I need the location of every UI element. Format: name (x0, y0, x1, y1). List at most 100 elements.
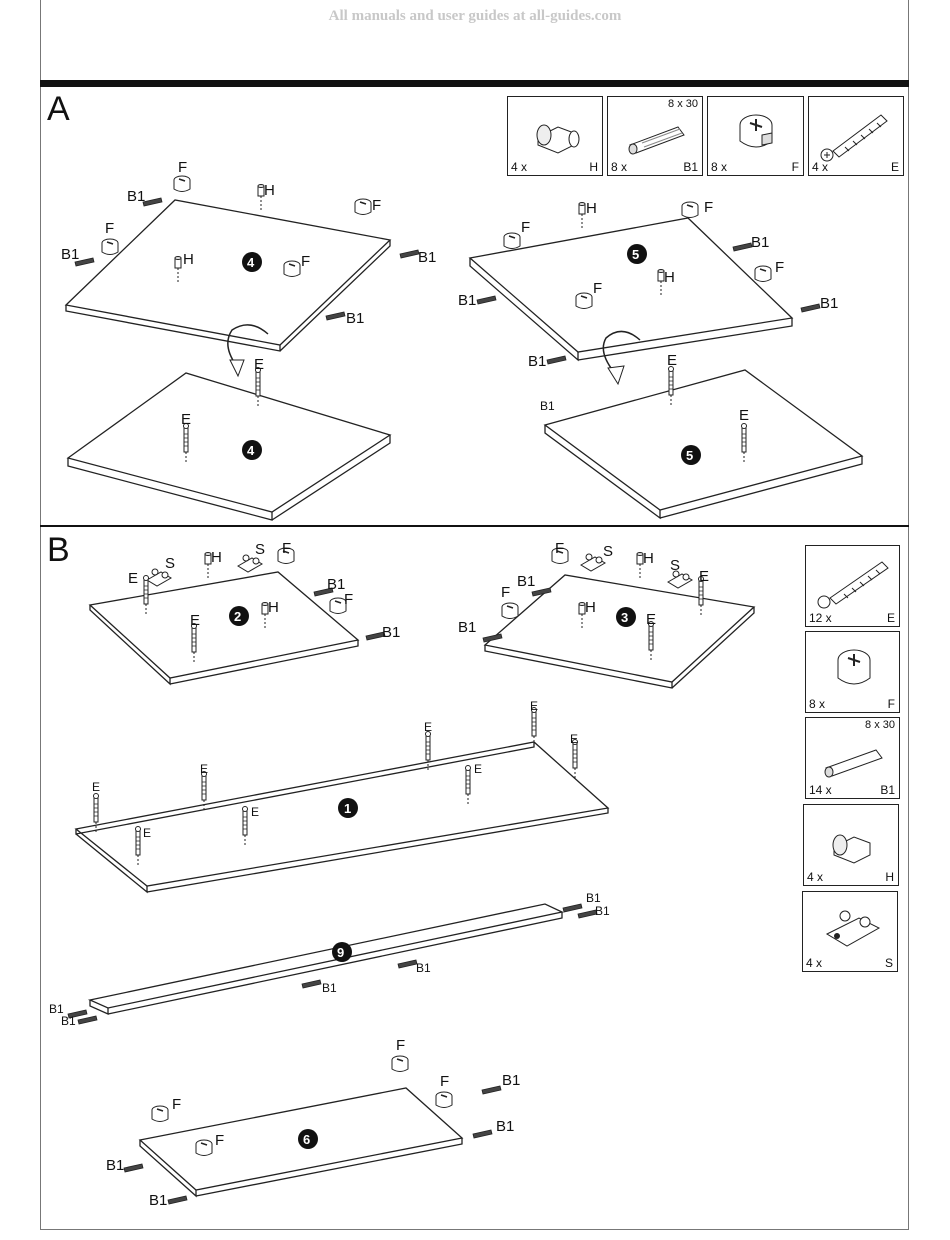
svg-text:E: E (251, 805, 259, 819)
panel-5-bottom (543, 369, 864, 520)
svg-text:F: F (172, 1096, 181, 1113)
part-code: E (890, 160, 899, 174)
svg-text:H: H (264, 182, 275, 199)
svg-text:B1: B1 (382, 624, 400, 641)
part-code: F (791, 160, 799, 174)
panel-number: 4 (247, 255, 255, 270)
panel-number: 5 (632, 247, 639, 262)
part-code: H (589, 160, 598, 174)
svg-text:B1: B1 (418, 249, 436, 266)
part-code: H (885, 870, 894, 884)
svg-text:E: E (699, 568, 709, 585)
panel-2 (88, 571, 360, 686)
svg-text:F: F (178, 159, 187, 176)
panel-1 (74, 741, 610, 894)
panel-number: 2 (234, 609, 241, 624)
svg-text:B1: B1 (586, 891, 601, 905)
part-qty: 4 x (511, 160, 528, 174)
wooden-pin-icon (536, 124, 580, 154)
svg-text:S: S (603, 543, 613, 560)
dowel-icon (824, 749, 883, 778)
svg-text:E: E (200, 762, 208, 776)
part-code: B1 (683, 160, 698, 174)
panel-4-top (64, 199, 392, 352)
svg-text:E: E (646, 611, 656, 628)
part-box-a-f: 8 x F (707, 96, 804, 176)
part-qty: 8 x (809, 697, 826, 711)
svg-text:F: F (344, 591, 353, 608)
svg-text:E: E (474, 762, 482, 776)
svg-text:F: F (440, 1073, 449, 1090)
svg-text:F: F (501, 584, 510, 601)
hinge-plate-icon (825, 910, 881, 947)
part-qty: 4 x (812, 160, 829, 174)
panel-badge (298, 1129, 318, 1149)
part-qty: 14 x (809, 783, 832, 797)
cam-lock-icon (837, 649, 871, 685)
svg-text:E: E (190, 612, 200, 629)
panel-5-top (468, 217, 794, 362)
svg-text:B1: B1 (595, 904, 610, 918)
panel-number: 3 (621, 610, 628, 625)
svg-text:H: H (586, 200, 597, 217)
arrow-head-icon (607, 365, 625, 386)
svg-text:B1: B1 (528, 353, 546, 370)
section-b-letter: B (47, 531, 70, 569)
svg-text:F: F (555, 540, 564, 557)
part-qty: 8 x (711, 160, 728, 174)
top-rule (40, 80, 909, 87)
part-box-a-h: 4 x H (507, 96, 603, 176)
part-box-a-b1: 8 x 30 8 x B1 (607, 96, 703, 176)
page-frame (40, 0, 909, 1230)
part-code: S (884, 956, 893, 970)
svg-text:B1: B1 (416, 961, 431, 975)
part-box-b-f: 8 x F (805, 631, 900, 713)
panel-badge (338, 798, 358, 818)
svg-text:B1: B1 (502, 1072, 520, 1089)
cam-lock-icon (739, 114, 773, 148)
svg-text:E: E (570, 732, 578, 746)
panel-number: 1 (344, 801, 351, 816)
svg-text:H: H (268, 599, 279, 616)
svg-text:F: F (372, 197, 381, 214)
svg-text:B1: B1 (61, 246, 79, 263)
panel-badge (242, 252, 262, 272)
svg-text:H: H (664, 269, 675, 286)
svg-text:B1: B1 (322, 981, 337, 995)
panel-badge (242, 440, 262, 460)
svg-text:F: F (105, 220, 114, 237)
svg-text:E: E (254, 356, 264, 373)
svg-text:B1: B1 (820, 295, 838, 312)
wooden-pin-icon (832, 834, 871, 864)
section-a-letter: A (47, 90, 70, 128)
svg-text:E: E (667, 352, 677, 369)
part-box-b-s: 4 x S (802, 891, 898, 972)
panel-badge (627, 244, 647, 264)
svg-text:B1: B1 (458, 619, 476, 636)
svg-text:H: H (585, 599, 596, 616)
part-box-b-e: 12 x E (805, 545, 900, 627)
svg-text:H: H (643, 550, 654, 567)
panel-number: 9 (337, 945, 344, 960)
part-qty: 4 x (807, 870, 824, 884)
panel-badge (332, 942, 352, 962)
part-qty: 4 x (806, 956, 823, 970)
svg-text:F: F (282, 540, 291, 557)
svg-text:E: E (424, 720, 432, 734)
panel-badge (616, 607, 636, 627)
part-box-b-h: 4 x H (803, 804, 899, 886)
svg-text:E: E (128, 570, 138, 587)
svg-text:B1: B1 (517, 573, 535, 590)
panel-9 (87, 903, 565, 1016)
svg-text:F: F (396, 1037, 405, 1054)
svg-text:B1: B1 (751, 234, 769, 251)
panel-number: 5 (686, 448, 693, 463)
svg-text:B1: B1 (106, 1157, 124, 1174)
svg-text:F: F (775, 259, 784, 276)
rotate-arrow-icon (602, 330, 641, 373)
part-code: B1 (880, 783, 895, 797)
svg-text:B1: B1 (127, 188, 145, 205)
svg-text:F: F (593, 280, 602, 297)
svg-text:H: H (183, 251, 194, 268)
